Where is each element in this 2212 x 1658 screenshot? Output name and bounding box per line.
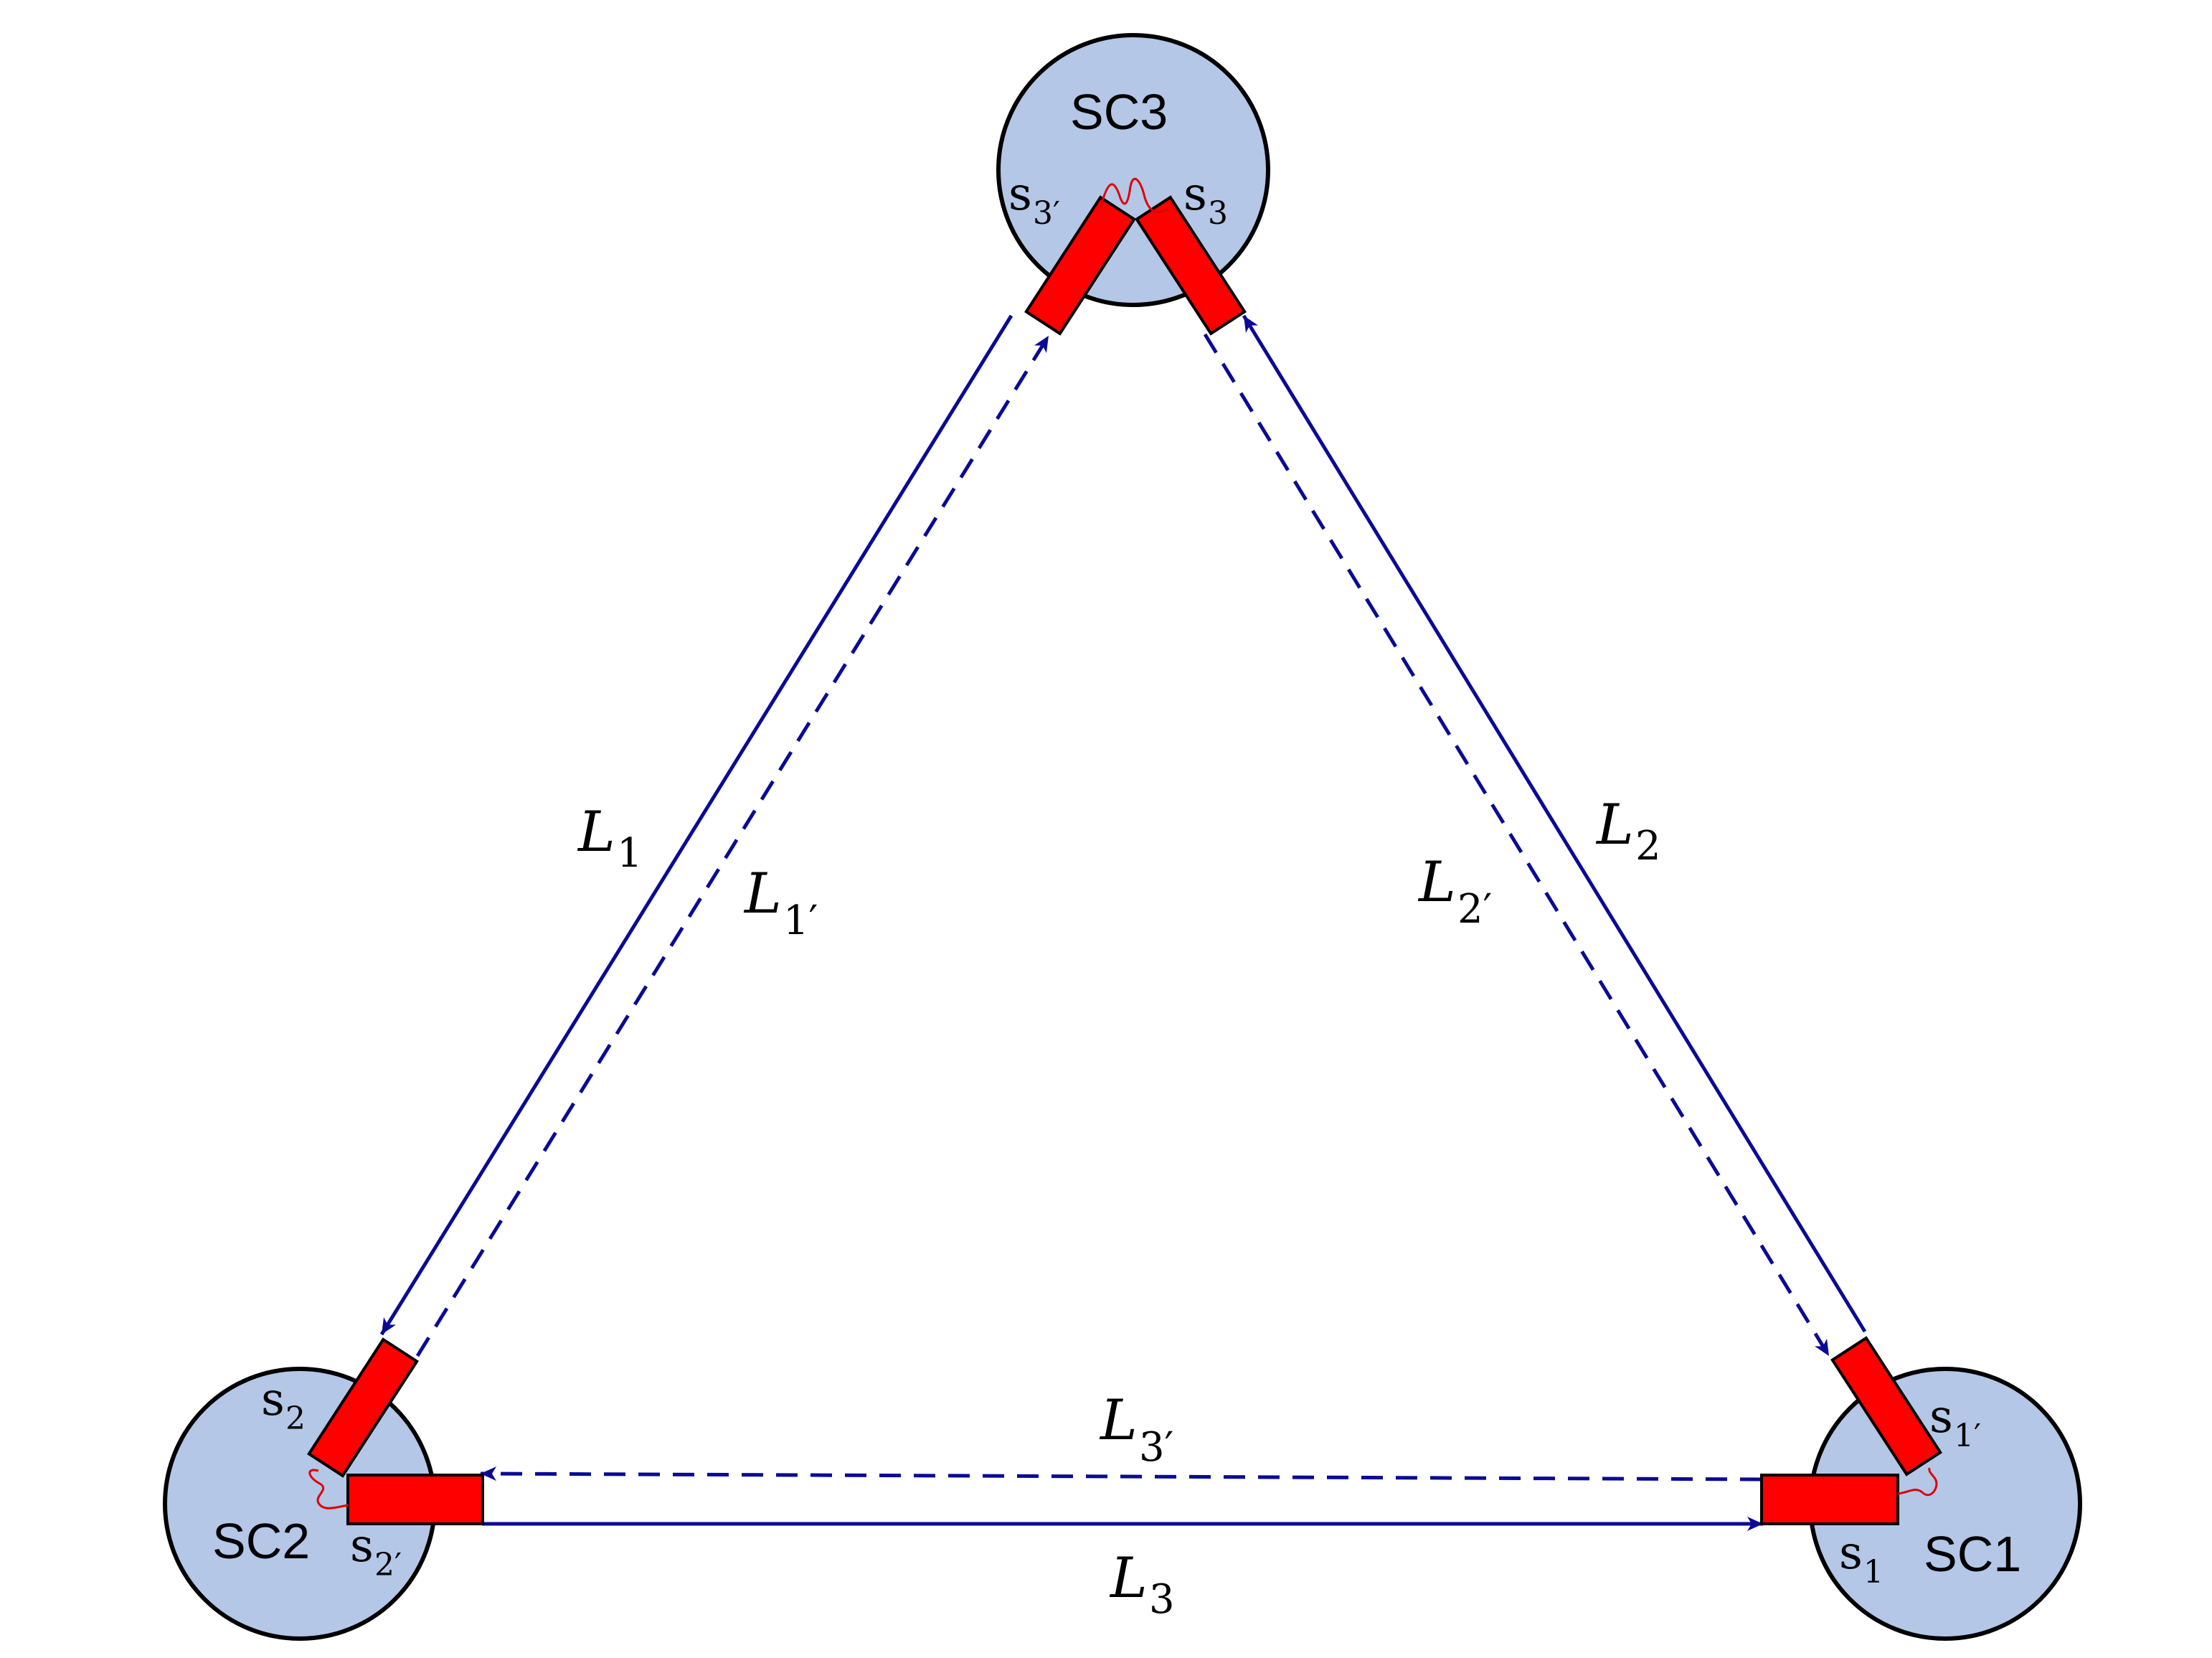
label-s2p: s 2′ <box>350 1520 402 1583</box>
s1p-sub: 1′ <box>1954 1418 1981 1454</box>
spacecraft-sc1: SC1 <box>1808 1367 2082 1641</box>
sc3-label: SC3 <box>1070 84 1168 140</box>
label-L2p: L 2′ <box>1417 850 1492 933</box>
bench-s3 <box>1135 195 1247 336</box>
spacecraft-sc3: SC3 <box>996 33 1270 307</box>
link-L2p <box>1203 333 1831 1357</box>
L1p-sub: 1′ <box>783 898 818 944</box>
label-s3: s 3 <box>1183 168 1228 232</box>
label-L3p: L 3′ <box>1099 1388 1173 1471</box>
L2-main: L <box>1595 793 1634 857</box>
L3p-sub: 3′ <box>1139 1424 1173 1471</box>
bench-s1 <box>1760 1474 1899 1525</box>
sc2-label: SC2 <box>212 1513 310 1569</box>
L1-sub: 1 <box>617 830 643 877</box>
sc3-body <box>996 33 1270 307</box>
L2p-main: L <box>1417 850 1456 915</box>
fiber-sc2 <box>308 1469 349 1509</box>
link-L2 <box>1242 314 1867 1333</box>
link-L1 <box>379 314 1013 1336</box>
sc1-label: SC1 <box>1924 1526 2021 1582</box>
label-L2: L 2 <box>1595 793 1661 870</box>
L1p-main: L <box>743 862 782 926</box>
fiber-sc1 <box>1897 1467 1938 1497</box>
L2p-sub: 2′ <box>1457 886 1492 933</box>
s2p-main: s <box>350 1520 374 1573</box>
s1-sub: 1 <box>1863 1554 1883 1591</box>
L1-main: L <box>577 800 615 865</box>
label-s1: s 1 <box>1839 1527 1883 1591</box>
L3-sub: 3 <box>1149 1576 1175 1623</box>
s3-main: s <box>1183 168 1207 221</box>
s3p-sub: 3′ <box>1033 195 1060 232</box>
link-L1p <box>415 334 1051 1357</box>
s1-main: s <box>1839 1527 1863 1580</box>
s1p-main: s <box>1929 1390 1953 1443</box>
L3-main: L <box>1109 1546 1148 1611</box>
label-s2: s 2 <box>261 1373 306 1437</box>
s2-sub: 2 <box>285 1400 306 1437</box>
bench-s2 <box>307 1337 419 1478</box>
label-s3p: s 3′ <box>1008 168 1060 232</box>
fiber-sc3 <box>1099 177 1168 214</box>
s2p-sub: 2′ <box>374 1547 402 1583</box>
s2-main: s <box>261 1373 285 1426</box>
label-L1p: L 1′ <box>743 862 818 944</box>
label-s1p: s 1′ <box>1929 1390 1981 1454</box>
bench-s2p <box>346 1474 484 1525</box>
label-L1: L 1 <box>577 800 643 877</box>
L2-sub: 2 <box>1635 823 1661 870</box>
bench-s3p <box>1024 195 1136 336</box>
L3p-main: L <box>1099 1388 1138 1453</box>
bench-s1p <box>1830 1336 1942 1476</box>
link-L3p <box>480 1466 1762 1482</box>
label-L3: L 3 <box>1109 1546 1175 1623</box>
s3p-main: s <box>1008 168 1032 221</box>
s3-sub: 3 <box>1208 195 1228 232</box>
